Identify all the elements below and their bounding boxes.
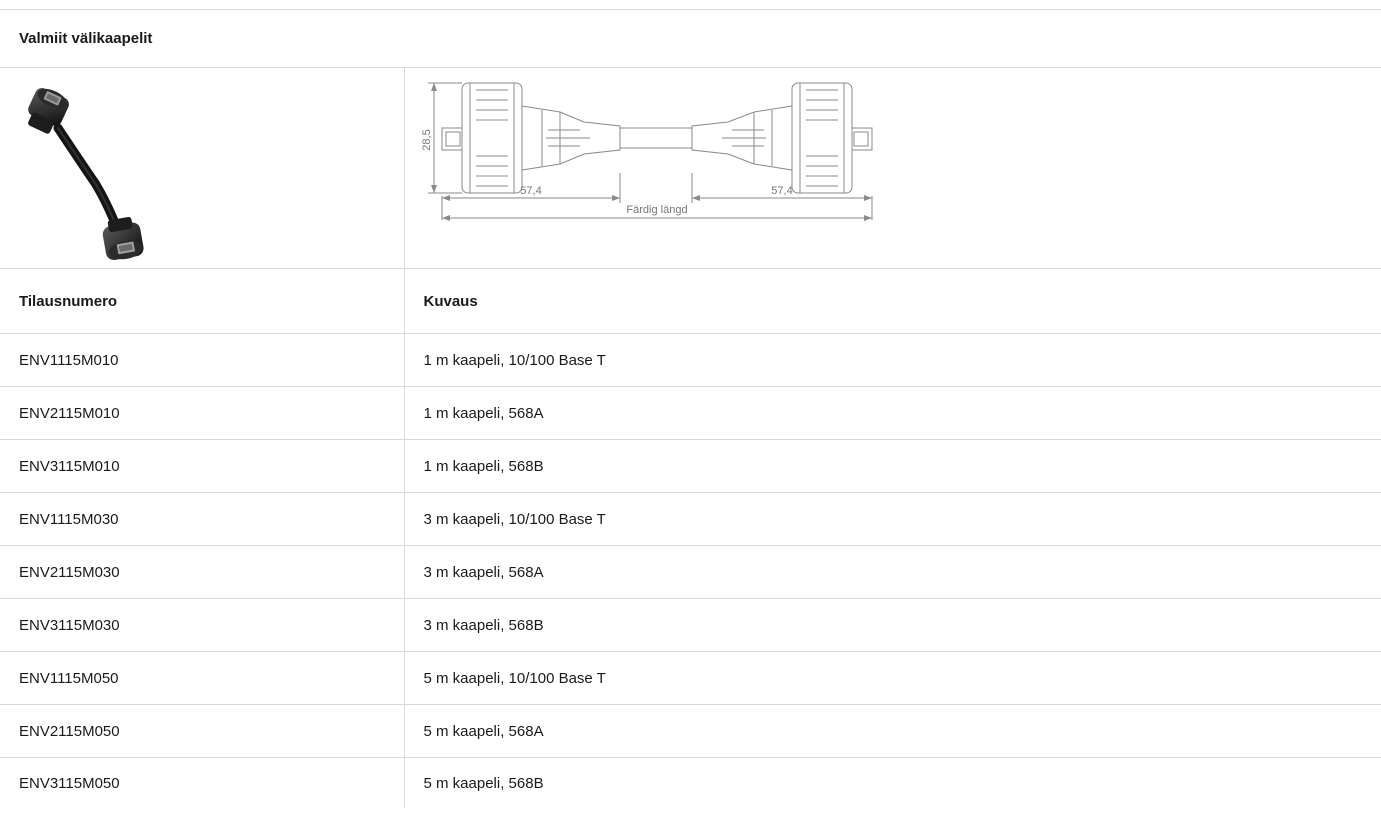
- order-number-cell: ENV3115M050: [0, 757, 405, 808]
- dim-total-label: Färdig längd: [626, 204, 687, 216]
- title-row: Valmiit välikaapelit: [0, 9, 1381, 68]
- dim-right-label: 57,4: [771, 185, 792, 197]
- product-table: Valmiit välikaapelit: [0, 9, 1381, 808]
- dimension-drawing-image: 28,5 57,4 57,4 Färdig längd: [421, 82, 872, 221]
- table-row: ENV1115M030 3 m kaapeli, 10/100 Base T: [0, 492, 1381, 546]
- order-number-cell: ENV1115M050: [0, 651, 405, 705]
- order-number-cell: ENV2115M010: [0, 386, 405, 440]
- order-number-cell: ENV3115M010: [0, 439, 405, 493]
- table-row: ENV2115M050 5 m kaapeli, 568A: [0, 704, 1381, 758]
- table-row: ENV3115M030 3 m kaapeli, 568B: [0, 598, 1381, 652]
- table-row: ENV2115M030 3 m kaapeli, 568A: [0, 545, 1381, 599]
- description-cell: 1 m kaapeli, 10/100 Base T: [404, 333, 1381, 387]
- description-cell: 3 m kaapeli, 10/100 Base T: [404, 492, 1381, 546]
- description-cell: 5 m kaapeli, 10/100 Base T: [404, 651, 1381, 705]
- description-cell: 1 m kaapeli, 568B: [404, 439, 1381, 493]
- description-cell: 3 m kaapeli, 568B: [404, 598, 1381, 652]
- image-row: 28,5 57,4 57,4 Färdig längd: [0, 67, 1381, 269]
- cable-photo: [13, 78, 193, 268]
- description-cell: 5 m kaapeli, 568B: [404, 757, 1381, 808]
- section-title: Valmiit välikaapelit: [0, 9, 1381, 68]
- table-row: ENV2115M010 1 m kaapeli, 568A: [0, 386, 1381, 440]
- order-number-cell: ENV2115M030: [0, 545, 405, 599]
- dim-left-label: 57,4: [520, 185, 541, 197]
- order-number-cell: ENV2115M050: [0, 704, 405, 758]
- header-description: Kuvaus: [404, 268, 1381, 334]
- order-number-cell: ENV3115M030: [0, 598, 405, 652]
- header-order-number: Tilausnumero: [0, 268, 405, 334]
- dimension-drawing: 28,5 57,4 57,4 Färdig längd: [420, 78, 890, 238]
- dimension-drawing-cell: 28,5 57,4 57,4 Färdig längd: [404, 67, 1381, 269]
- table-row: ENV3115M050 5 m kaapeli, 568B: [0, 757, 1381, 808]
- product-photo-cell: [0, 67, 405, 269]
- table-row: ENV1115M050 5 m kaapeli, 10/100 Base T: [0, 651, 1381, 705]
- dim-height-label: 28,5: [421, 129, 433, 150]
- description-cell: 5 m kaapeli, 568A: [404, 704, 1381, 758]
- order-number-cell: ENV1115M030: [0, 492, 405, 546]
- table-row: ENV3115M010 1 m kaapeli, 568B: [0, 439, 1381, 493]
- description-cell: 1 m kaapeli, 568A: [404, 386, 1381, 440]
- description-cell: 3 m kaapeli, 568A: [404, 545, 1381, 599]
- cable-photo-image: [28, 88, 144, 261]
- order-number-cell: ENV1115M010: [0, 333, 405, 387]
- table-header-row: Tilausnumero Kuvaus: [0, 268, 1381, 334]
- table-row: ENV1115M010 1 m kaapeli, 10/100 Base T: [0, 333, 1381, 387]
